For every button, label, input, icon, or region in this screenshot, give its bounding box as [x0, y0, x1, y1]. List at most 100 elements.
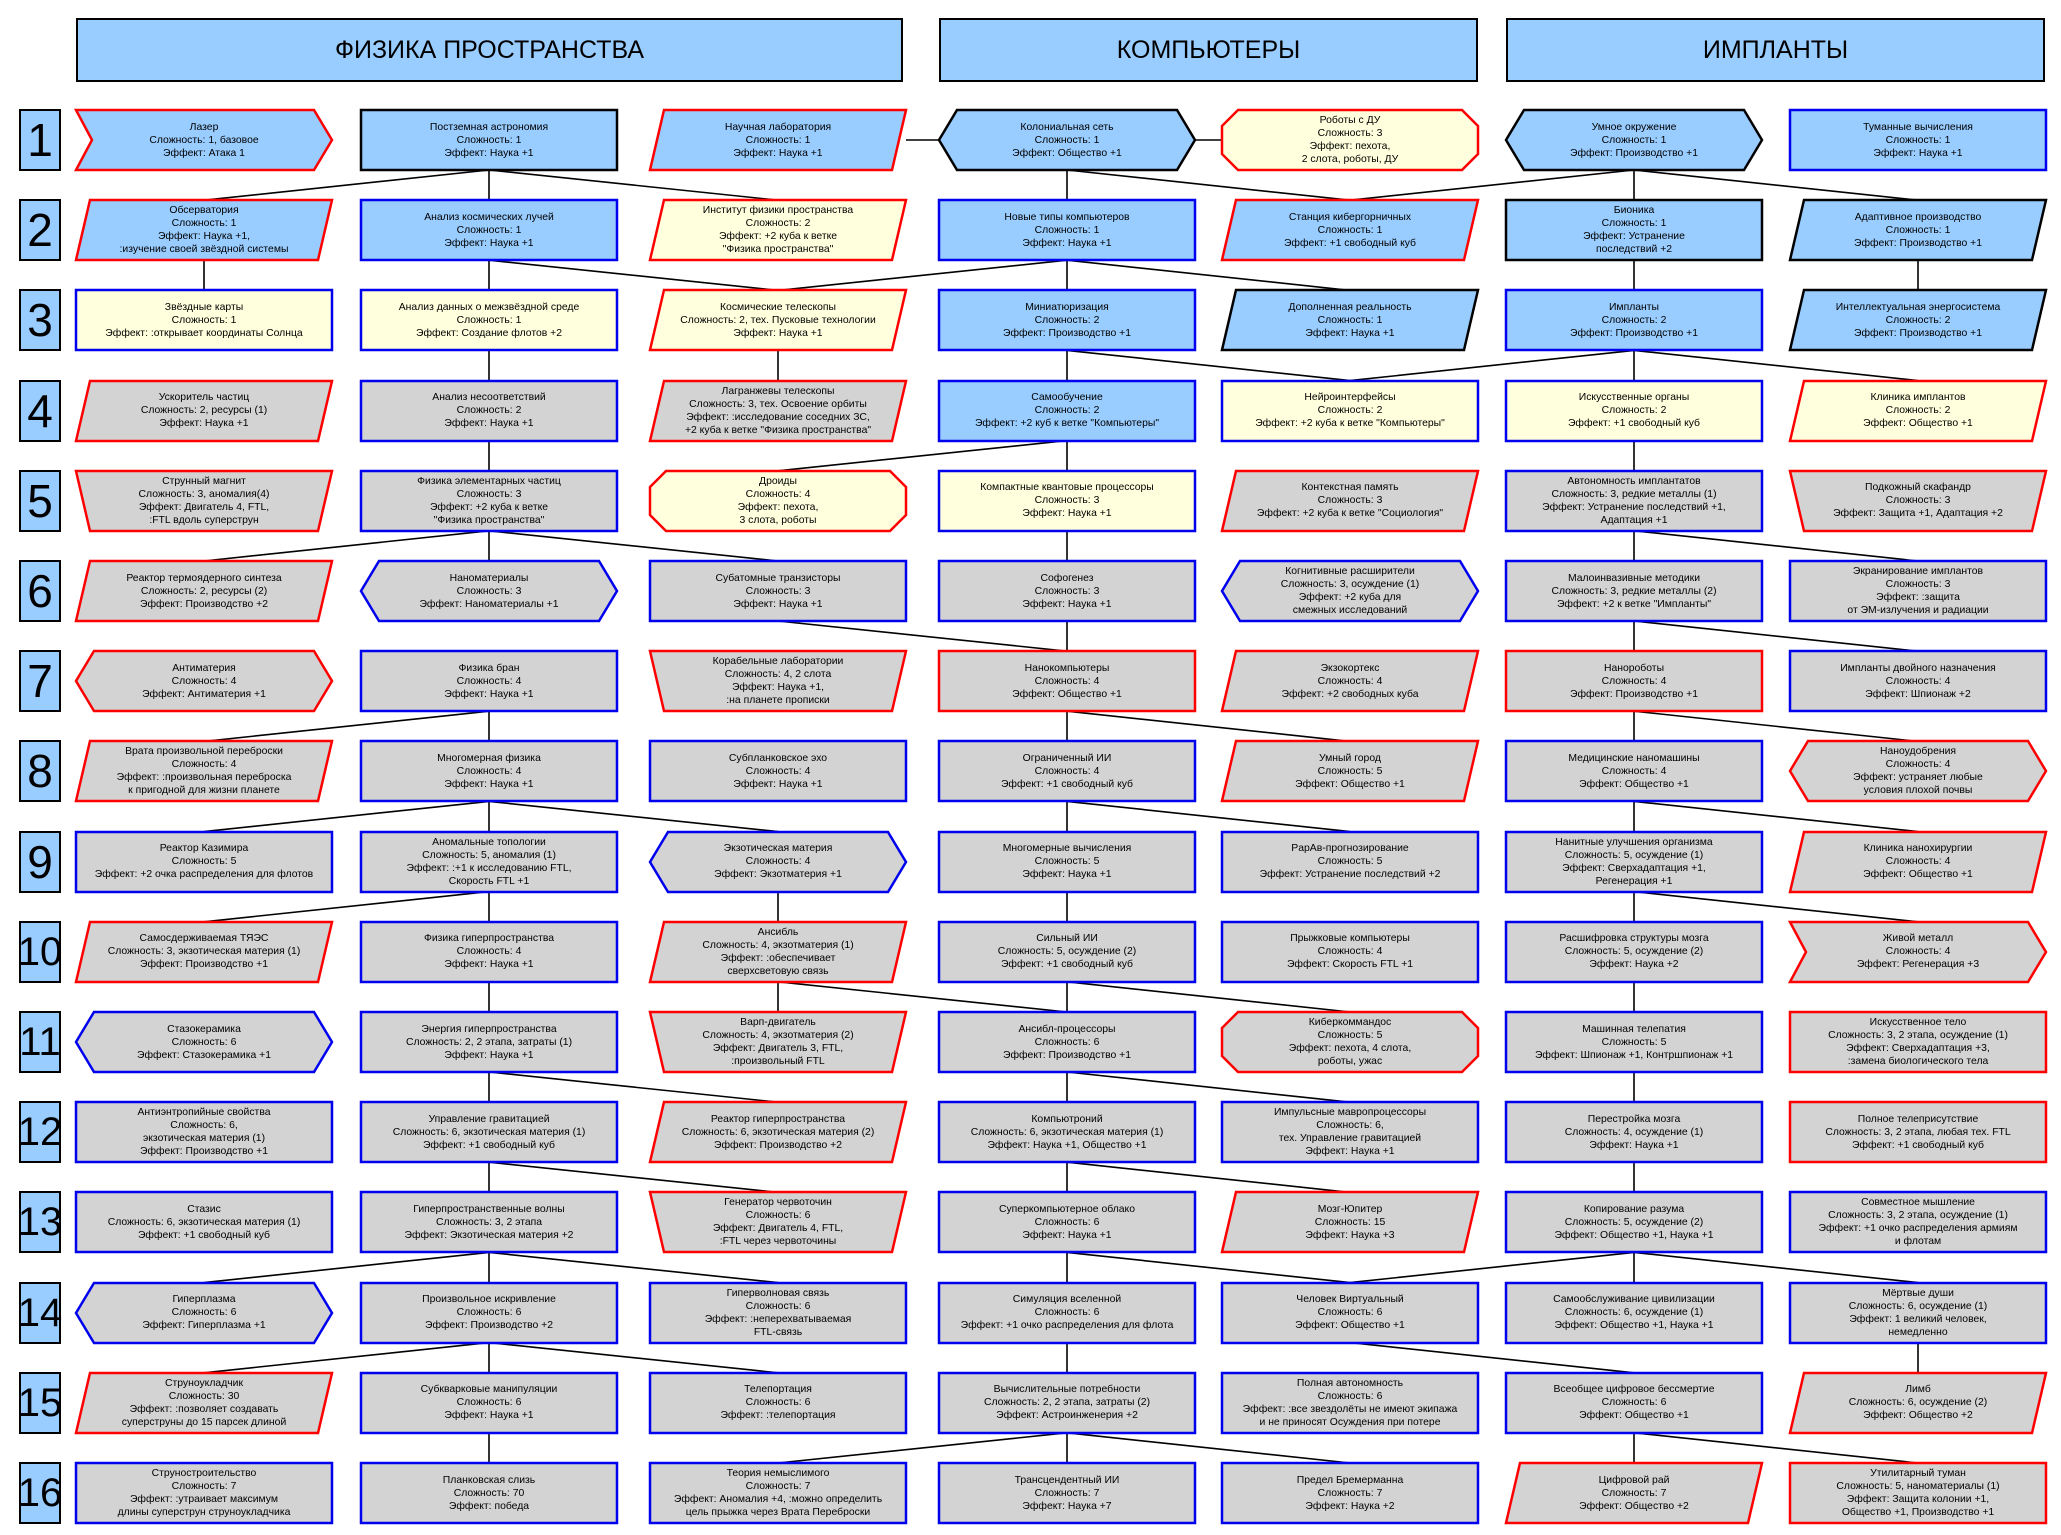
node-line: Эффект: :позволяет создавать	[129, 1403, 279, 1415]
node-line: Гиперпространственные волны	[413, 1203, 565, 1215]
node-shape-trap	[648, 649, 908, 713]
node-line: 3 слота, роботы	[739, 514, 817, 526]
node-line: Сложность: 6	[745, 1210, 811, 1222]
node-shape-rect	[1220, 920, 1480, 984]
node-line: Эффект: Наука +1	[444, 147, 534, 159]
node-shape-rect	[1504, 198, 1764, 262]
node-line: Эффект: Производство +2	[713, 1139, 843, 1151]
node-line: Реактор термоядерного синтеза	[126, 572, 282, 584]
connector-line	[1633, 710, 1919, 743]
node-line: Ограниченный ИИ	[1022, 752, 1112, 764]
header-implants: ИМПЛАНТЫ	[1506, 18, 2045, 82]
node-line: Эффект: пехота, 4 слота,	[1288, 1043, 1412, 1054]
node-shape-rect	[937, 379, 1197, 442]
node-line: Эффект: Наука +1,	[157, 231, 251, 243]
node-line: Мёртвые души	[1882, 1287, 1954, 1299]
node-line: Сложность: 3, тех. Освоение орбиты	[689, 398, 867, 410]
node-line: Стазис	[187, 1203, 221, 1215]
node-line: Эффект: Наука +1	[1022, 237, 1112, 249]
connector-line	[488, 1251, 779, 1284]
node-line: Эффект: Регенерация +3	[1856, 959, 1980, 971]
node-shape-rect	[1788, 1461, 2048, 1525]
node-line: Эффект: Шпионаж +1, Контршпионаж +1	[1534, 1049, 1734, 1061]
node-line: Эффект: Общество +1	[1579, 778, 1689, 790]
node-line: Эффект: Производство +1	[1853, 237, 1983, 249]
node-line: Эффект: Общество +1	[1012, 688, 1122, 700]
node-shape-rect	[1504, 1371, 1764, 1435]
node-line: Сложность: 6	[745, 1300, 811, 1312]
node-line: Сложность: 4	[1885, 675, 1951, 687]
node-shape-rect	[1504, 1010, 1764, 1074]
node-line: Нейроинтерфейсы	[1304, 392, 1396, 404]
node-line: Эффект: Сверхадаптация +3,	[1846, 1043, 1990, 1054]
node-line: Эффект: Устранение последствий +1,	[1542, 501, 1726, 513]
node-line: Сложность: 6	[1317, 1390, 1383, 1402]
node-line: Эффект: Наука +1	[733, 147, 823, 159]
node-line: Эффект: Устранение	[1583, 231, 1685, 243]
node-line: :замена биологического тела	[1847, 1056, 1989, 1067]
connector-line	[203, 169, 490, 201]
node-line: Эффект: Атака 1	[163, 147, 245, 159]
node-shape-rect	[359, 1191, 619, 1254]
node-line: Машинная телепатия	[1582, 1023, 1686, 1035]
node-line: :FTL через червоточины	[719, 1236, 837, 1248]
node-line: Эффект: Общество +1	[1863, 418, 1973, 430]
row-number-1: 1	[19, 109, 61, 171]
node-shape-rect	[359, 1281, 619, 1344]
node-line: Эффект: :произвольная переброска	[116, 772, 292, 784]
node-shape-rect	[648, 559, 908, 623]
node-line: Симуляция вселенной	[1012, 1294, 1122, 1306]
node-shape-rect	[359, 1100, 619, 1164]
node-shape-para	[1220, 740, 1480, 803]
node-line: Сложность: 2	[1034, 405, 1100, 417]
node-line: Управление гравитацией	[428, 1113, 550, 1125]
node-shape-rect	[1788, 559, 2048, 623]
node-shape-para	[1788, 1371, 2048, 1435]
node-line: Эффект: устраняет любые	[1853, 772, 1983, 784]
node-line: Эффект: победа	[448, 1500, 530, 1512]
node-line: Сложность: 4	[171, 759, 237, 771]
node-line: Эффект: Наука +1	[1589, 1139, 1679, 1151]
node-line: Сложность: 6, осуждение (1)	[1848, 1300, 1988, 1312]
node-line: "Физика пространства"	[722, 244, 834, 256]
node-line: Импланты	[1608, 301, 1660, 313]
node-line: Сложность: 4	[456, 765, 522, 777]
node-line: Сложность: 4	[1885, 856, 1951, 868]
node-shape-rect	[937, 920, 1197, 984]
connector-line	[1066, 349, 1351, 382]
node-shape-arrow	[1787, 920, 2048, 984]
node-line: Самосдерживаемая ТЯЭС	[139, 933, 269, 945]
node-line: Наноудобрения	[1879, 746, 1957, 758]
node-line: Умный город	[1319, 752, 1381, 764]
node-shape-rect	[1220, 1371, 1480, 1435]
node-line: Сложность: 4	[1317, 946, 1383, 958]
node-shape-rect	[359, 740, 619, 803]
row-number-13: 13	[18, 1191, 62, 1254]
